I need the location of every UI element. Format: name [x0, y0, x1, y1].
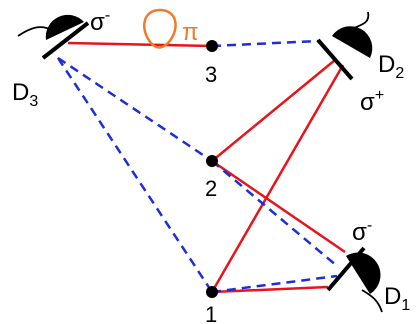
link-node2-d1-red [211, 159, 346, 254]
detector-d1-wire [361, 289, 383, 313]
link-d3-node3 [67, 41, 213, 48]
detector-d2 [316, 11, 373, 81]
node-1 [206, 286, 218, 298]
detector-d2-pol-label: σ+ [360, 87, 384, 116]
detector-d1-plate [326, 246, 366, 292]
detector-d1 [326, 246, 383, 313]
link-node1-d1-red [211, 285, 329, 294]
detector-d2-dome [332, 26, 373, 58]
pi-label: π [182, 19, 199, 46]
detector-d1-dome [346, 252, 381, 294]
link-node2-d2 [211, 59, 336, 162]
detector-d2-plate [316, 38, 354, 81]
detector-d3-plate [41, 21, 90, 60]
nodes [206, 40, 218, 298]
links [56, 39, 346, 294]
detector-d3-pol-label: σ- [90, 7, 110, 36]
node-3-label: 3 [205, 62, 217, 87]
detector-d3-wire [17, 26, 53, 37]
link-node1-d1-blue [211, 274, 338, 294]
pi-loop-icon [143, 8, 177, 49]
link-node2-d1-blue [211, 160, 338, 267]
link-node1-d2 [210, 64, 345, 293]
link-node3-d2 [211, 39, 319, 48]
detector-d1-pol-label: σ- [352, 217, 372, 246]
link-d3-node1 [56, 57, 214, 293]
node-1-label: 1 [205, 302, 217, 324]
detector-d1-label: D1 [384, 283, 410, 314]
node-2 [206, 155, 218, 167]
detector-d3-label: D3 [12, 79, 38, 110]
detector-d2-label: D2 [378, 51, 404, 82]
node-2-label: 2 [205, 176, 217, 201]
detector-d2-wire [353, 11, 370, 29]
link-d3-node2 [57, 56, 213, 163]
node-3 [206, 40, 218, 52]
detector-d3-dome [45, 14, 84, 40]
detector-d3 [17, 14, 90, 60]
